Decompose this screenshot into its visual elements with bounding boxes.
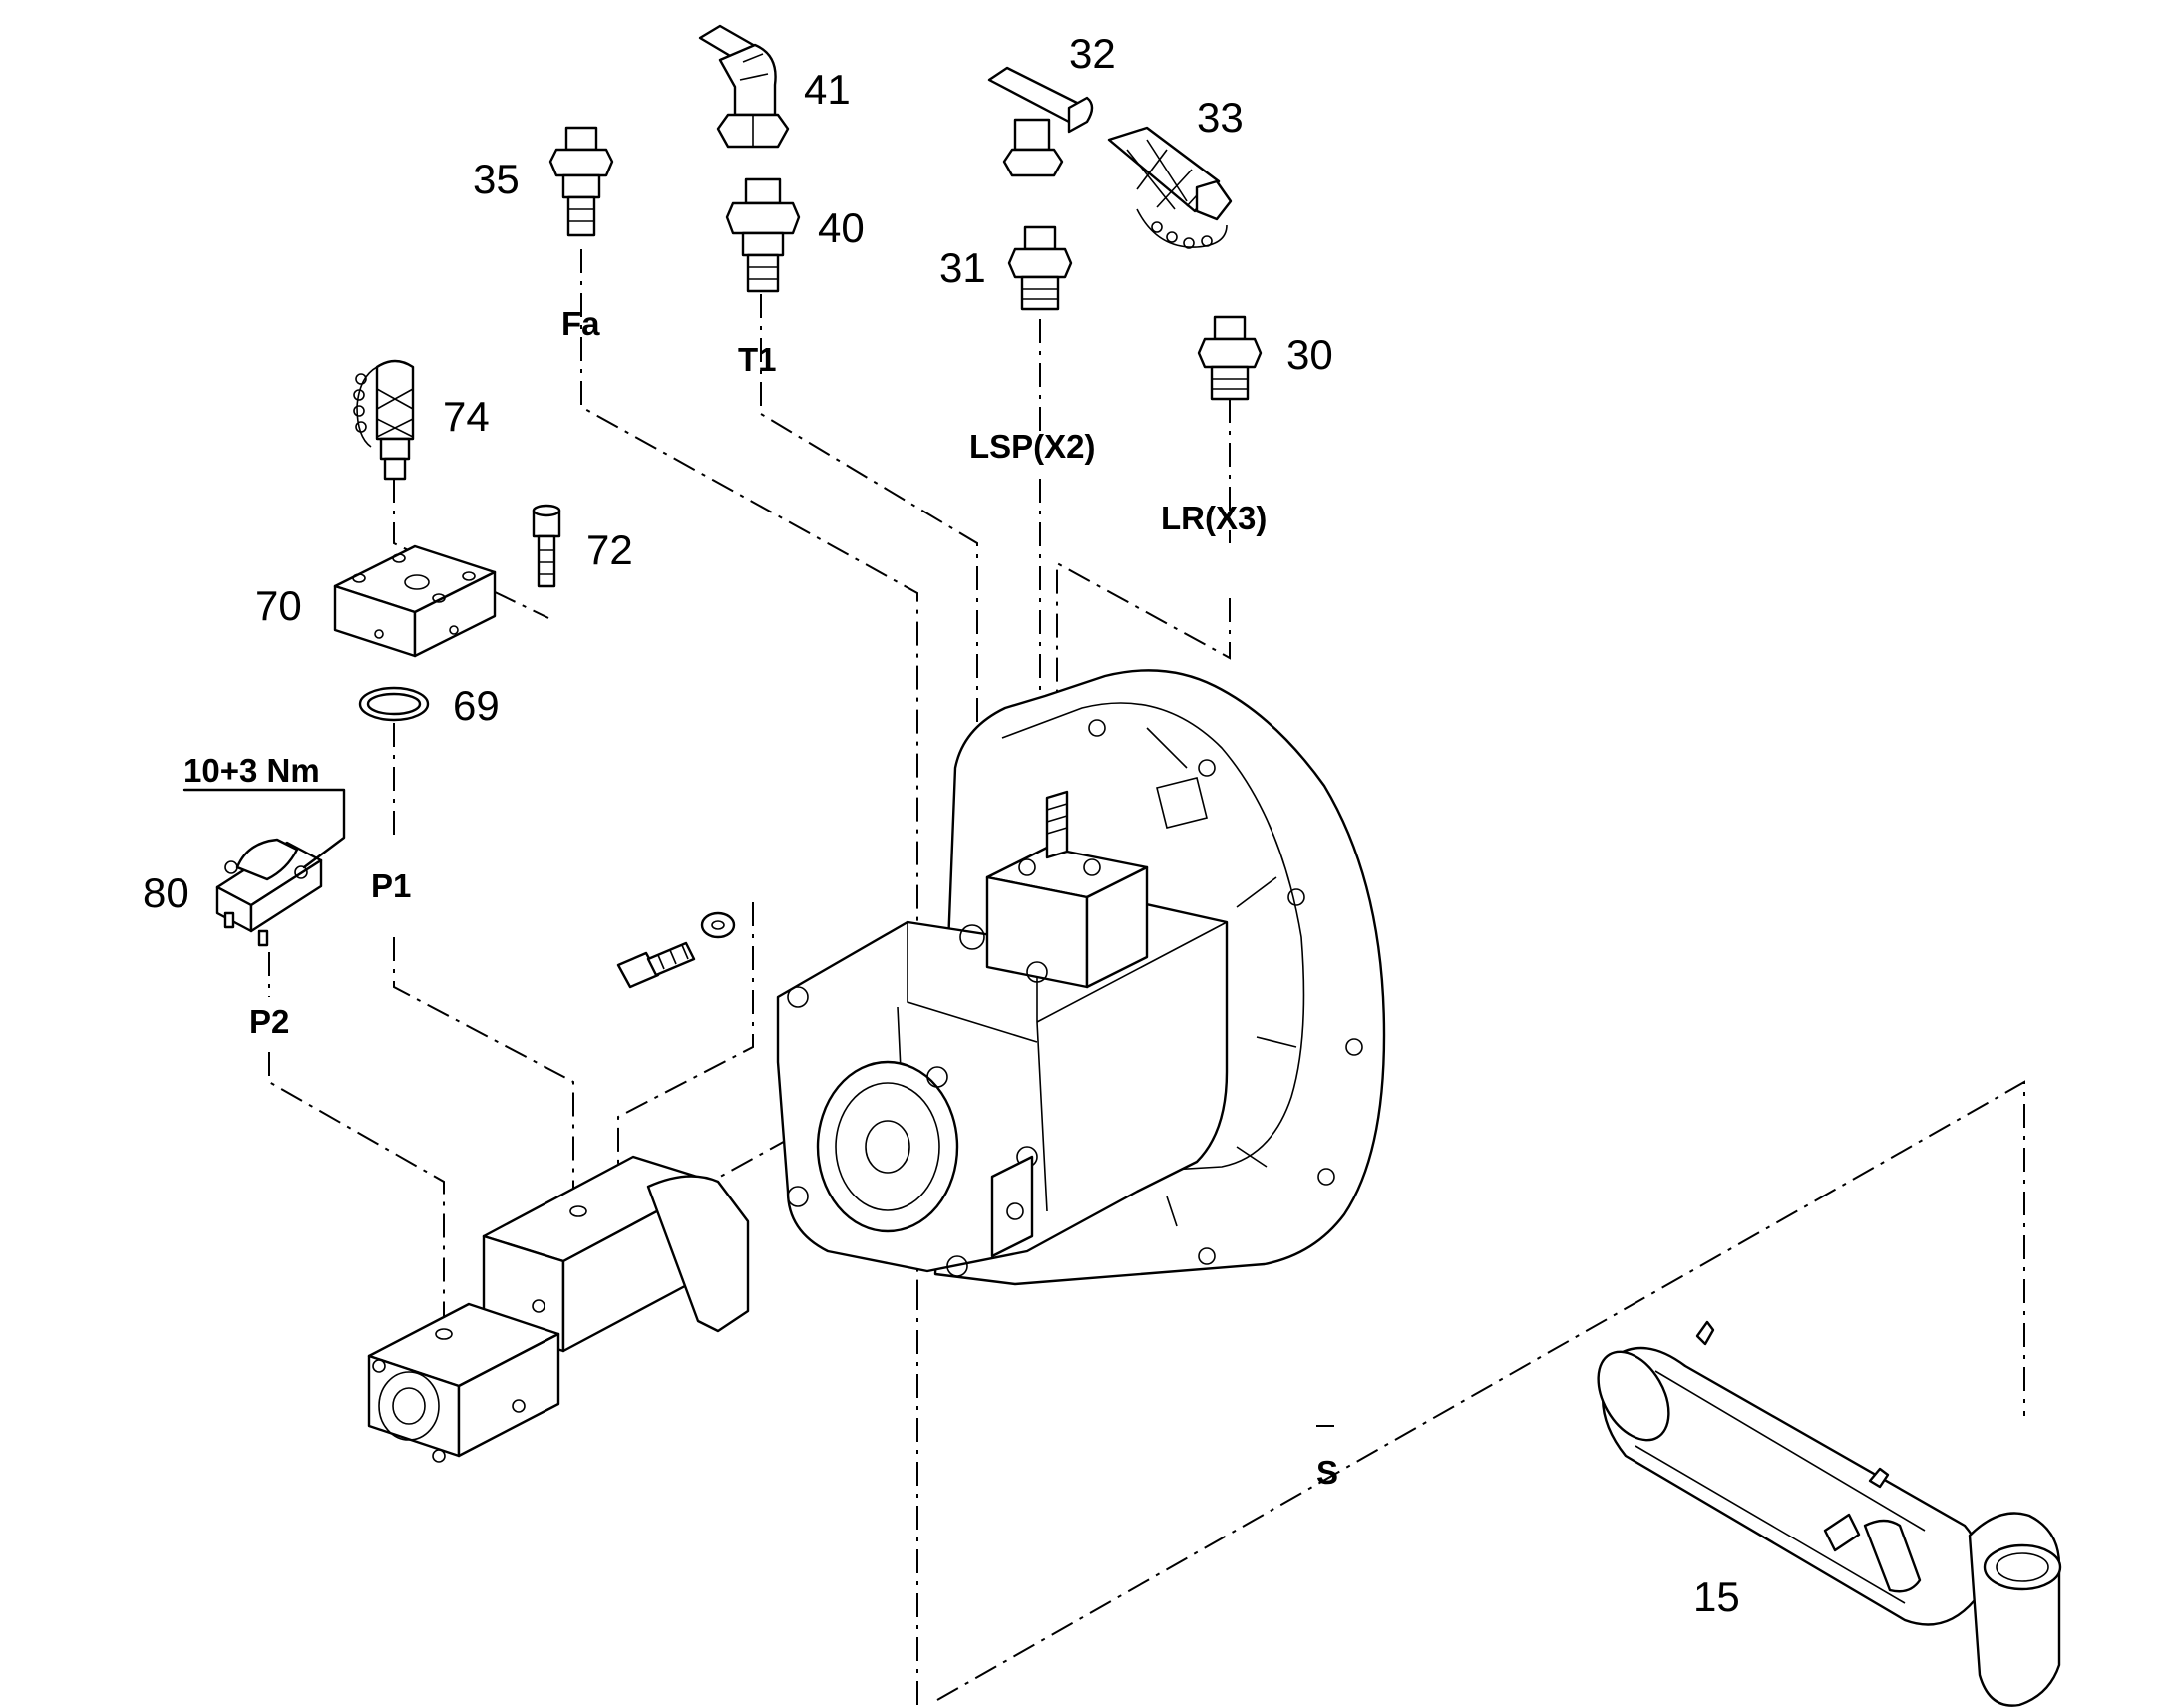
torque-spec-label: 10+3 Nm <box>183 752 320 789</box>
part-number-70: 70 <box>255 582 302 629</box>
port-label-lsp-x2: LSP(X2) <box>969 428 1096 465</box>
port-label-fa: Fa <box>561 305 600 342</box>
port-label-lr-x3: LR(X3) <box>1161 500 1267 536</box>
fitting-30-icon <box>1197 315 1263 401</box>
suction-hose-15-icon <box>1597 1320 2062 1707</box>
port-label-s: S <box>1316 1454 1338 1491</box>
part-number-32: 32 <box>1069 30 1116 77</box>
plug-with-chain-74-icon <box>353 359 415 481</box>
elbow-fitting-41-icon <box>698 24 790 149</box>
bolt-and-washer-icon <box>616 911 736 989</box>
part-numbers: 41 32 33 35 40 31 30 74 72 70 69 80 15 <box>143 30 1740 1620</box>
port-label-t1: T1 <box>738 341 777 378</box>
part-number-15: 15 <box>1693 1573 1740 1620</box>
port-label-p1: P1 <box>371 867 411 904</box>
part-number-33: 33 <box>1197 94 1244 141</box>
part-number-72: 72 <box>586 526 633 573</box>
fitting-35-icon <box>548 126 614 237</box>
tee-fitting-32-icon <box>987 66 1094 177</box>
part-number-30: 30 <box>1286 331 1333 378</box>
hydraulic-pump-assembly-icon <box>776 669 1386 1286</box>
fitting-40-icon <box>725 177 801 293</box>
part-number-69: 69 <box>453 682 500 729</box>
gear-pump-icon <box>367 1155 750 1463</box>
torque-leader-line <box>182 788 346 869</box>
part-number-80: 80 <box>143 869 189 916</box>
part-number-41: 41 <box>804 66 851 113</box>
flange-cover-80-icon <box>215 838 323 947</box>
block-70-icon <box>333 544 497 658</box>
cap-with-chain-33-icon <box>1107 126 1233 249</box>
port-label-p2: P2 <box>249 1003 289 1040</box>
part-number-40: 40 <box>818 204 865 251</box>
port-labels: Fa T1 LSP(X2) LR(X3) P1 P2 S 10+3 Nm <box>183 305 1338 1491</box>
o-ring-69-icon <box>358 686 430 722</box>
cap-screw-72-icon <box>532 504 561 588</box>
part-number-35: 35 <box>473 156 520 202</box>
part-number-31: 31 <box>939 244 986 291</box>
part-number-74: 74 <box>443 393 490 440</box>
fitting-31-icon <box>1007 225 1073 311</box>
